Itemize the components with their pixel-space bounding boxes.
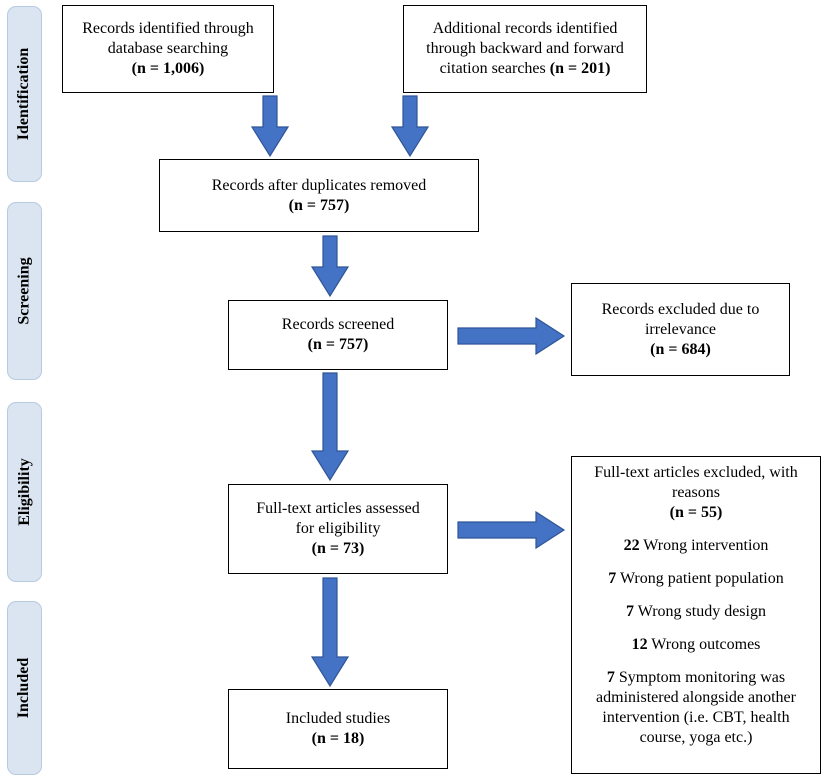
arrow-screened-to-fulltext <box>310 372 350 482</box>
reason-item: 7 Wrong patient population <box>608 570 784 587</box>
arrow-duplicates-to-screened <box>310 235 350 298</box>
reason-item: 7 Wrong study design <box>626 603 766 620</box>
phase-screening: Screening <box>7 202 42 380</box>
records-database-box: Records identified through database sear… <box>62 5 274 93</box>
arrow-additional-to-duplicates <box>390 95 430 158</box>
exclusion-reasons-box: Full-text articles excluded, with reason… <box>571 456 821 774</box>
arrow-screened-to-excluded <box>457 316 566 356</box>
phase-eligibility: Eligibility <box>7 402 42 582</box>
included-studies-box: Included studies (n = 18) <box>228 689 448 769</box>
arrow-fulltext-to-included <box>310 577 350 688</box>
phase-included: Included <box>7 601 42 775</box>
reason-item: 12 Wrong outcomes <box>631 636 761 653</box>
records-screened-box: Records screened (n = 757) <box>228 300 448 370</box>
fulltext-assessed-box: Full-text articles assessed for eligibil… <box>228 484 448 574</box>
records-additional-box: Additional records identified through ba… <box>403 5 647 93</box>
reason-item: 7 Symptom monitoring was administered al… <box>596 669 796 746</box>
reason-item: 22 Wrong intervention <box>623 537 769 554</box>
arrow-database-to-duplicates <box>250 95 290 158</box>
phase-identification: Identification <box>7 6 42 182</box>
duplicates-removed-box: Records after duplicates removed (n = 75… <box>159 159 479 232</box>
records-excluded-box: Records excluded due to irrelevance (n =… <box>571 283 790 376</box>
arrow-fulltext-to-reasons <box>457 510 566 550</box>
